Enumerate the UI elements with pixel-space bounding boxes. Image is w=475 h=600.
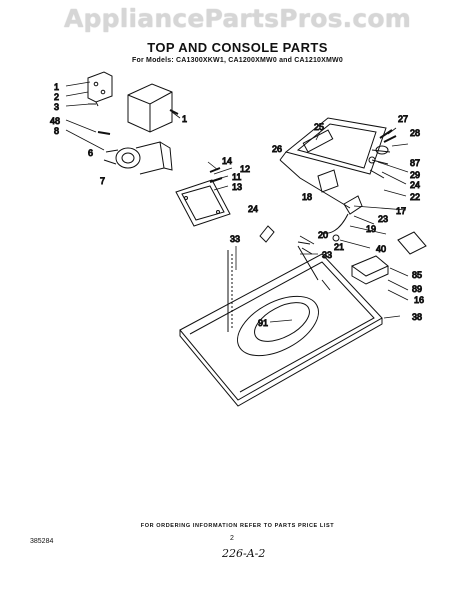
timer-switch: [103, 141, 173, 175]
page-number: 2: [230, 535, 234, 542]
console-screws: [88, 101, 179, 135]
callout-28: 28: [410, 128, 420, 138]
callout-33a: 33: [230, 234, 240, 244]
callout-22: 22: [410, 192, 420, 202]
callout-26: 26: [272, 144, 282, 154]
mounting-bracket: [87, 71, 113, 103]
callout-6: 6: [88, 148, 93, 158]
callout-25: 25: [314, 122, 324, 132]
callout-24b: 24: [248, 204, 258, 214]
small-top-parts: [368, 129, 397, 164]
callout-23: 23: [378, 214, 388, 224]
callout-19: 19: [366, 224, 376, 234]
callout-40: 40: [376, 244, 386, 254]
callout-12: 12: [240, 164, 250, 174]
model-list: For Models: CA1300XKW1, CA1200XMW0 and C…: [132, 57, 343, 64]
callout-17: 17: [396, 206, 406, 216]
diagram-title: TOP AND CONSOLE PARTS: [147, 40, 328, 55]
callout-1b: 1: [182, 114, 187, 124]
callout-27: 27: [398, 114, 408, 124]
callout-89: 89: [412, 284, 422, 294]
callout-85: 85: [412, 270, 422, 280]
callout-38: 38: [412, 312, 422, 322]
callout-16: 16: [414, 295, 424, 305]
callout-20: 20: [318, 230, 328, 240]
callout-91: 91: [258, 318, 268, 328]
ordering-note: FOR ORDERING INFORMATION REFER TO PARTS …: [140, 523, 335, 529]
callout-18: 18: [302, 192, 312, 202]
callout-1a: 1: [54, 82, 59, 92]
washer-top-panel: [179, 245, 383, 407]
watermark: AppliancePartsPros.com: [63, 4, 412, 33]
document-code: 385284: [30, 538, 54, 545]
water-level-control: [350, 231, 427, 285]
console-panel: [175, 167, 231, 227]
callout-3: 3: [54, 102, 59, 112]
callout-7: 7: [100, 176, 105, 186]
callout-29: 29: [410, 170, 420, 180]
callout-21: 21: [334, 242, 344, 252]
handwritten-note: 226-A-2: [222, 547, 266, 560]
hinge-pins: [259, 225, 340, 255]
callout-87: 87: [410, 158, 420, 168]
callout-48: 48: [50, 116, 60, 126]
callout-8: 8: [54, 126, 59, 136]
callout-2: 2: [54, 92, 59, 102]
leader-lines: [65, 81, 409, 323]
lid-switch: [317, 169, 363, 234]
callout-24a: 24: [410, 180, 420, 190]
console-cover: [127, 83, 173, 133]
callout-11: 11: [232, 172, 241, 182]
callout-33b: 33: [322, 250, 332, 260]
callout-13: 13: [232, 182, 242, 192]
callout-14: 14: [222, 156, 232, 166]
